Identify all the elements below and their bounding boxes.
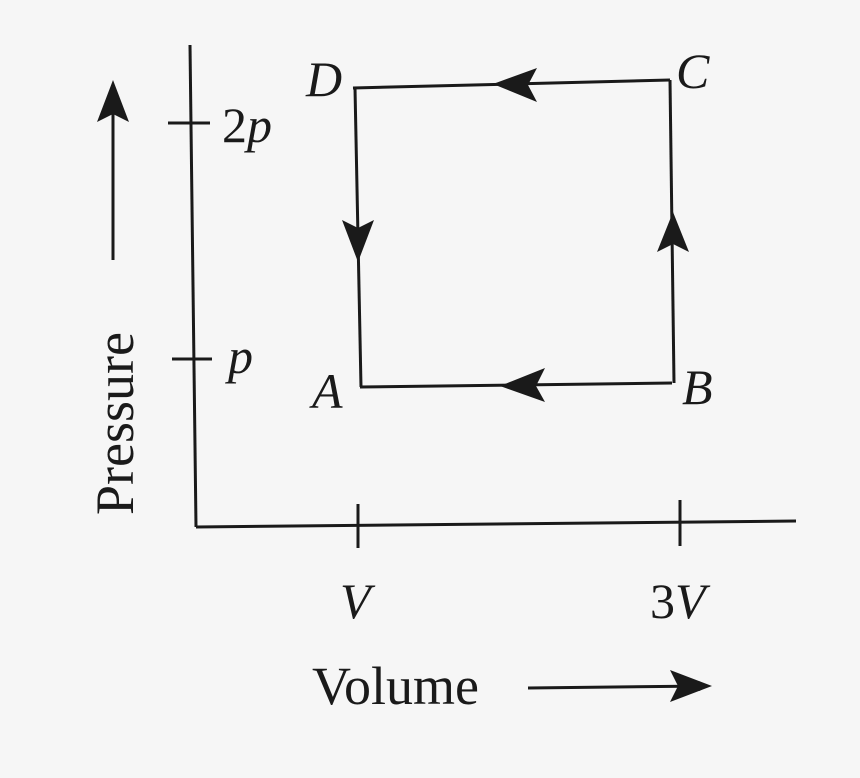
x-axis bbox=[195, 519, 797, 529]
point-label-a: A bbox=[309, 363, 343, 419]
y-axis-label: Pressure bbox=[85, 332, 145, 515]
x-axis-label: Volume bbox=[312, 656, 479, 716]
point-label-b: B bbox=[682, 359, 713, 415]
x-tick-label-v: V bbox=[340, 573, 376, 629]
arrow-b-to-c bbox=[657, 212, 689, 252]
arrow-b-to-a bbox=[500, 368, 545, 402]
y-tick-label-p: p bbox=[225, 328, 253, 384]
arrow-c-to-d bbox=[493, 68, 537, 102]
y-axis bbox=[188, 44, 198, 528]
y-tick-label-2p: 2p bbox=[222, 97, 272, 153]
point-label-c: C bbox=[676, 43, 710, 99]
point-label-d: D bbox=[305, 51, 342, 107]
x-tick-label-3v: 3V bbox=[650, 573, 711, 629]
arrow-d-to-a bbox=[342, 220, 374, 262]
y-axis-label-arrowhead bbox=[97, 80, 129, 122]
x-axis-label-arrowhead bbox=[670, 670, 712, 702]
